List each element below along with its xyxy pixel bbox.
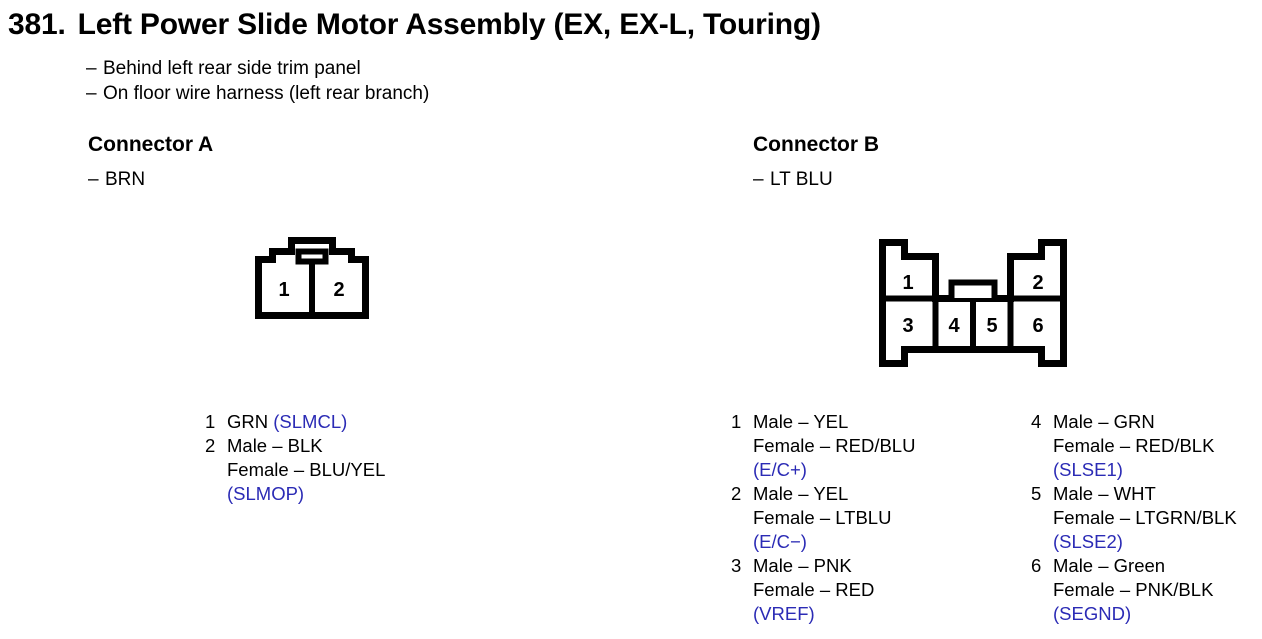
pin-wire-line: Female – RED/BLK — [1053, 435, 1215, 456]
pin-wire-line: Male – BLK — [227, 435, 323, 456]
connector-b-pin-5-label: 5 — [986, 315, 997, 337]
pin-wire-line: Male – WHT — [1053, 483, 1156, 504]
note-text: On floor wire harness (left rear branch) — [103, 83, 430, 104]
connector-a-color-value: BRN — [105, 169, 146, 190]
connector-a-pin-2-label: 2 — [333, 279, 344, 301]
pin-signal-name: (SEGND) — [1053, 603, 1132, 624]
pin-signal-name: (E/C−) — [753, 531, 807, 552]
pin-signal-name: (SLSE2) — [1053, 531, 1123, 552]
pin-lines: Male – WHT Female – LTGRN/BLK (SLSE2) — [1053, 482, 1262, 554]
location-note: –On floor wire harness (left rear branch… — [86, 81, 429, 106]
pin-number: 4 — [1031, 411, 1042, 432]
connector-b-housing-svg: 1 2 3 4 5 6 — [879, 239, 1067, 367]
connector-b-latch — [948, 279, 998, 298]
connector-b-color: –LT BLU — [753, 167, 1262, 192]
pin-wire-line: Female – RED/BLU — [753, 435, 916, 456]
color-dash: – — [753, 169, 764, 190]
pin-entry: 1 GRN (SLMCL) — [205, 410, 535, 434]
pin-entry: 4 Male – GRN Female – RED/BLK (SLSE1) — [1031, 410, 1262, 482]
connector-b-color-value: LT BLU — [770, 169, 833, 190]
note-dash: – — [86, 58, 97, 79]
connector-b-pin-1-label: 1 — [902, 272, 913, 294]
connector-a-pin-1-label: 1 — [278, 279, 289, 301]
pin-number: 3 — [731, 555, 742, 576]
pin-entry: 3 Male – PNK Female – RED (VREF) — [731, 554, 1031, 626]
connector-a-housing-svg: 1 2 — [255, 237, 369, 319]
connector-b-pin-3-label: 3 — [902, 315, 913, 337]
connector-a-heading: Connector A — [88, 133, 214, 156]
pin-wire-line: Male – GRN — [1053, 411, 1155, 432]
connector-b-outline — [879, 239, 1067, 367]
pin-number: 2 — [731, 483, 742, 504]
pin-number: 6 — [1031, 555, 1042, 576]
pin-wire-line: Male – PNK — [753, 555, 852, 576]
connector-a-block: Connector A –BRN — [88, 132, 728, 192]
pin-signal-name: (VREF) — [753, 603, 815, 624]
color-dash: – — [88, 169, 99, 190]
location-notes: –Behind left rear side trim panel –On fl… — [86, 56, 429, 106]
connector-b-pin-4-label: 4 — [948, 315, 960, 337]
page-title: 381. Left Power Slide Motor Assembly (EX,… — [8, 8, 821, 42]
page-title-number: 381. — [8, 8, 66, 41]
page-title-text: Left Power Slide Motor Assembly (EX, EX-… — [77, 8, 821, 41]
pin-lines: Male – YEL Female – RED/BLU (E/C+) — [753, 410, 1031, 482]
pin-lines: GRN (SLMCL) — [227, 410, 535, 434]
connector-a-diagram: 1 2 — [254, 236, 370, 325]
pin-number: 1 — [731, 411, 742, 432]
connector-b-diagram: 1 2 3 4 5 6 — [878, 238, 1068, 373]
pin-signal-name: (SLSE1) — [1053, 459, 1123, 480]
connector-b-block: Connector B –LT BLU — [753, 132, 1262, 192]
pin-lines: Male – BLK Female – BLU/YEL (SLMOP) — [227, 434, 535, 506]
note-dash: – — [86, 83, 97, 104]
pin-wire-line: Male – YEL — [753, 411, 849, 432]
connector-b-pin-2-label: 2 — [1032, 272, 1043, 294]
connector-b-pin-6-label: 6 — [1032, 315, 1043, 337]
pin-number: 2 — [205, 435, 216, 456]
connector-b-heading: Connector B — [753, 133, 879, 156]
pin-wire-line: Male – YEL — [753, 483, 849, 504]
note-text: Behind left rear side trim panel — [103, 58, 361, 79]
location-note: –Behind left rear side trim panel — [86, 56, 429, 81]
pin-signal-name: (E/C+) — [753, 459, 807, 480]
pin-entry: 5 Male – WHT Female – LTGRN/BLK (SLSE2) — [1031, 482, 1262, 554]
pin-wire-line: Female – LTBLU — [753, 507, 892, 528]
pin-wire-line: Male – Green — [1053, 555, 1166, 576]
pin-wire-line: Female – BLU/YEL — [227, 459, 386, 480]
pin-wire-line: Female – RED — [753, 579, 875, 600]
pin-entry: 2 Male – BLK Female – BLU/YEL (SLMOP) — [205, 434, 535, 506]
connector-a-pin-list: 1 GRN (SLMCL) 2 Male – BLK Female – BLU/YEL (… — [205, 410, 535, 506]
connector-a-latch — [295, 248, 329, 265]
pin-wire-line: Female – LTGRN/BLK — [1053, 507, 1237, 528]
connector-a-color: –BRN — [88, 167, 728, 192]
connector-a-outline — [255, 237, 369, 319]
pin-wire-line: GRN (SLMCL) — [227, 411, 348, 432]
pin-lines: Male – YEL Female – LTBLU (E/C−) — [753, 482, 1031, 554]
pin-lines: Male – GRN Female – RED/BLK (SLSE1) — [1053, 410, 1262, 482]
pin-lines: Male – PNK Female – RED (VREF) — [753, 554, 1031, 626]
pin-signal-name: (SLMOP) — [227, 483, 305, 504]
pin-wire-line: Female – PNK/BLK — [1053, 579, 1214, 600]
pin-signal-name: (SLMCL) — [268, 411, 348, 432]
pin-entry: 1 Male – YEL Female – RED/BLU (E/C+) — [731, 410, 1031, 482]
pin-number: 1 — [205, 411, 216, 432]
pin-entry: 2 Male – YEL Female – LTBLU (E/C−) — [731, 482, 1031, 554]
pin-number: 5 — [1031, 483, 1042, 504]
